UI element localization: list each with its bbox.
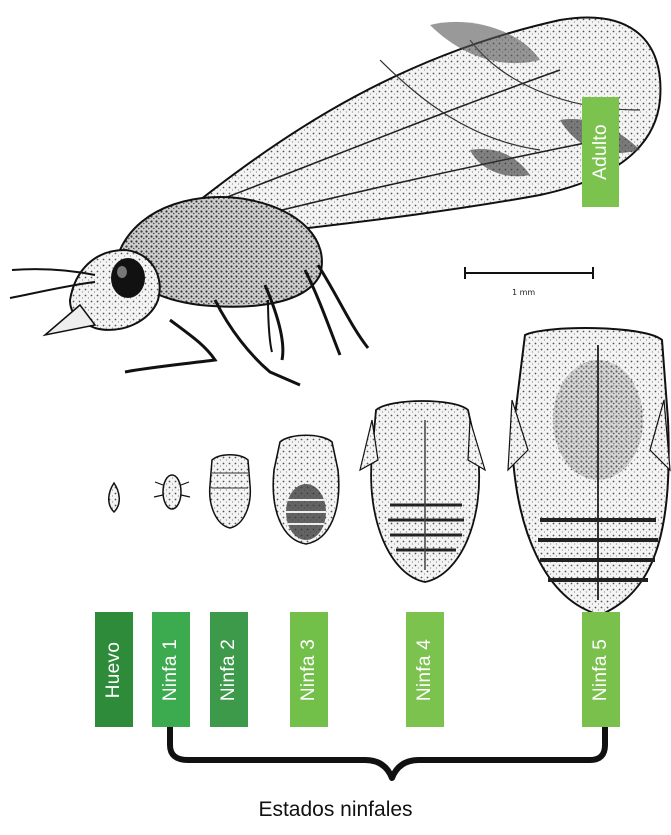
egg-drawing [109, 483, 120, 512]
nymph1-drawing [154, 475, 190, 509]
label-nymph3-text: Ninfa 3 [298, 638, 320, 700]
scale-bar [465, 267, 593, 279]
label-nymph5: Ninfa 5 [582, 612, 620, 727]
label-egg-text: Huevo [103, 641, 125, 697]
label-nymph2-text: Ninfa 2 [218, 638, 240, 700]
label-nymph2: Ninfa 2 [210, 612, 248, 727]
nymphal-stages-brace [170, 727, 605, 778]
label-nymph4: Ninfa 4 [406, 612, 444, 727]
label-adult-text: Adulto [590, 124, 612, 180]
label-adult: Adulto [582, 97, 619, 207]
nymph3-drawing [273, 435, 339, 544]
scale-bar-label: 1 mm [512, 288, 535, 297]
label-nymph4-text: Ninfa 4 [414, 638, 436, 700]
label-egg: Huevo [95, 612, 133, 727]
nymph4-drawing [360, 401, 485, 582]
label-nymph1-text: Ninfa 1 [160, 638, 182, 700]
label-nymph5-text: Ninfa 5 [590, 638, 612, 700]
label-nymph3: Ninfa 3 [290, 612, 328, 727]
nymph5-drawing [508, 328, 670, 615]
label-nymph1: Ninfa 1 [152, 612, 190, 727]
nymph2-drawing [210, 455, 251, 528]
nymphal-stages-caption: Estados ninfales [0, 798, 671, 822]
